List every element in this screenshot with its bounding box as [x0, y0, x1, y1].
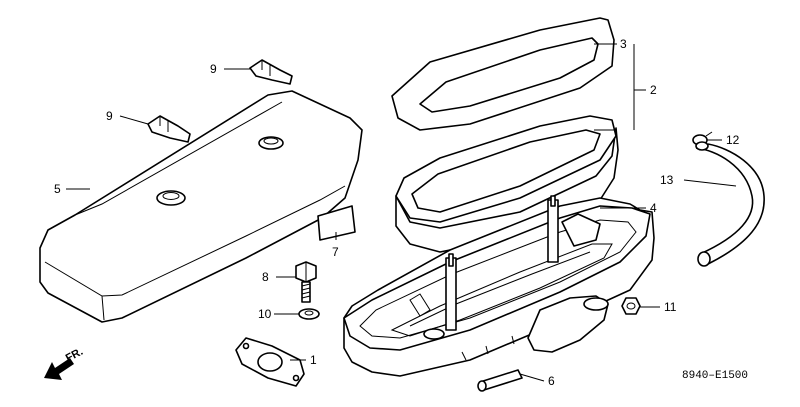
- callout-13: 13: [660, 173, 674, 187]
- front-arrow-icon: [44, 358, 74, 380]
- nut: [621, 297, 641, 315]
- cover-clip-lower: [147, 115, 191, 143]
- drain-tube: [477, 369, 523, 392]
- callout-numbers: 1 2 3 4 5 6 7 8 9 9 10 11 12 13: [54, 37, 740, 388]
- air-cleaner-case: [343, 195, 655, 377]
- washer: [298, 308, 320, 320]
- breather-hose: [695, 141, 765, 267]
- diagram-code: 8940–E1500: [682, 370, 748, 382]
- callout-3: 3: [620, 37, 627, 51]
- callout-11: 11: [664, 300, 677, 314]
- bolt: [295, 261, 317, 303]
- callout-7: 7: [332, 245, 339, 259]
- callout-9-upper: 9: [210, 62, 217, 76]
- cover-clip-upper: [249, 59, 293, 85]
- foam-pre-filter: [391, 17, 615, 131]
- callout-10: 10: [258, 307, 272, 321]
- caution-label: [317, 205, 356, 241]
- front-arrow-label: FR.: [64, 346, 85, 365]
- callout-8: 8: [262, 270, 269, 284]
- callout-5: 5: [54, 182, 61, 196]
- callout-4: 4: [650, 201, 657, 215]
- leader-lines: [66, 43, 737, 382]
- callout-1: 1: [310, 353, 317, 367]
- callout-6: 6: [548, 374, 555, 388]
- front-direction-indicator: FR.: [44, 346, 85, 380]
- callout-2: 2: [650, 83, 657, 97]
- callout-9-lower: 9: [106, 109, 113, 123]
- gasket: [235, 337, 305, 387]
- air-cleaner-cover: [39, 90, 363, 323]
- callout-12: 12: [726, 133, 740, 147]
